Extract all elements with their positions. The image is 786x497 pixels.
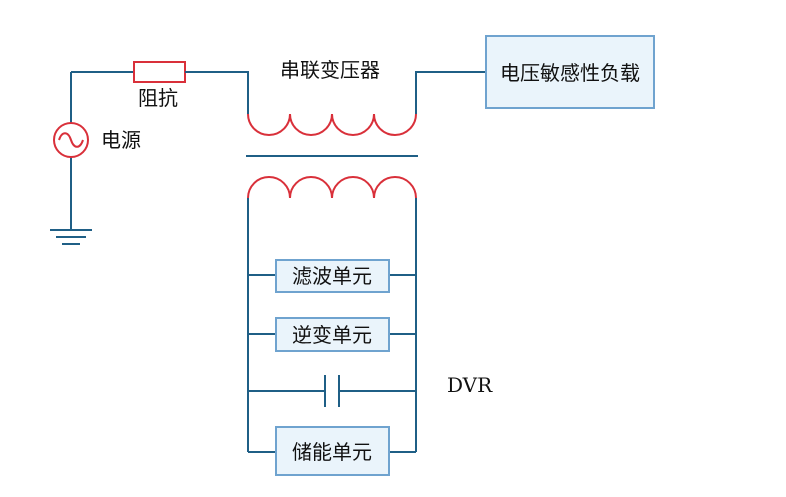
impedance-label: 阻抗 xyxy=(138,86,178,110)
inverter-unit-box xyxy=(275,317,390,352)
load-box xyxy=(485,35,655,109)
storage-unit-label: 储能单元 xyxy=(292,440,372,464)
ac-source-icon xyxy=(53,122,89,158)
filter-unit-label: 滤波单元 xyxy=(292,264,372,288)
load-label: 电压敏感性负载 xyxy=(500,61,640,85)
capacitor-icon xyxy=(248,375,416,407)
transformer-label: 串联变压器 xyxy=(280,58,380,82)
filter-unit-box xyxy=(275,259,390,293)
transformer-primary-coil-icon xyxy=(247,113,417,136)
impedance-resistor-icon xyxy=(133,61,186,83)
ground-icon xyxy=(50,229,92,245)
wire-resistor-to-transformer xyxy=(185,71,249,114)
source-label: 电源 xyxy=(101,128,141,152)
wire-transformer-to-load xyxy=(415,71,486,114)
inverter-unit-label: 逆变单元 xyxy=(292,323,372,347)
transformer-secondary-coil-icon xyxy=(247,176,417,199)
dvr-label: DVR xyxy=(447,373,493,397)
storage-unit-box xyxy=(275,426,390,476)
